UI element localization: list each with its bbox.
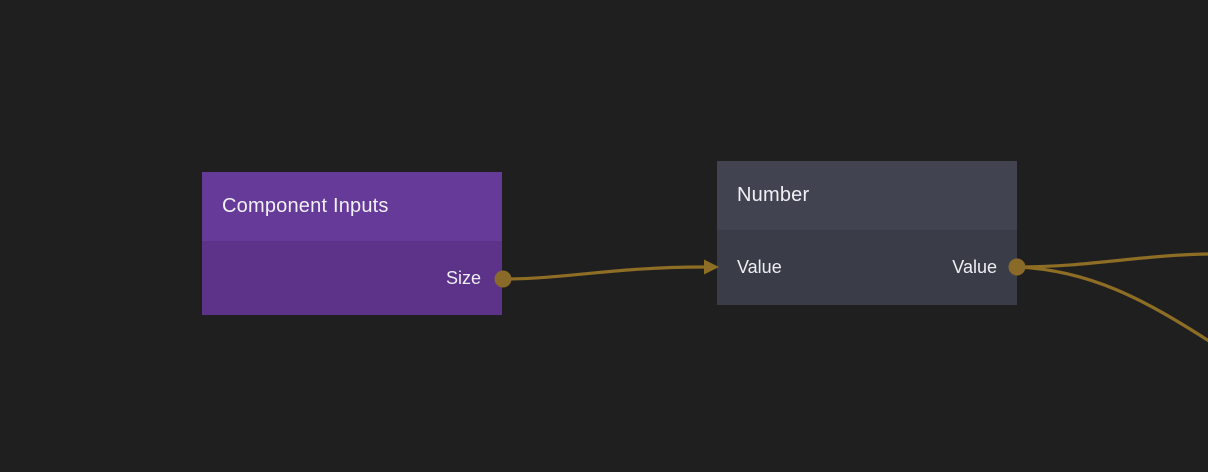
node-body: Size — [202, 241, 502, 315]
node-header[interactable]: Component Inputs — [202, 172, 502, 241]
output-port-label-size: Size — [445, 267, 481, 288]
input-port-label-value: Value — [737, 257, 782, 277]
port-row: Value Value — [717, 257, 1017, 278]
wire-size-to-value[interactable] — [502, 265, 705, 281]
wire-value-offscreen-upper[interactable] — [1016, 252, 1208, 269]
node-title: Component Inputs — [222, 195, 389, 217]
node-component-inputs[interactable]: Component Inputs Size — [202, 172, 502, 315]
node-body: Value Value — [717, 230, 1017, 305]
output-port-label-value: Value — [952, 257, 997, 277]
node-number[interactable]: Number Value Value — [717, 161, 1017, 305]
node-title: Number — [737, 184, 810, 206]
wire-value-offscreen-lower[interactable] — [1016, 265, 1208, 343]
node-header[interactable]: Number — [717, 161, 1017, 230]
output-port-row: Size — [202, 268, 502, 289]
